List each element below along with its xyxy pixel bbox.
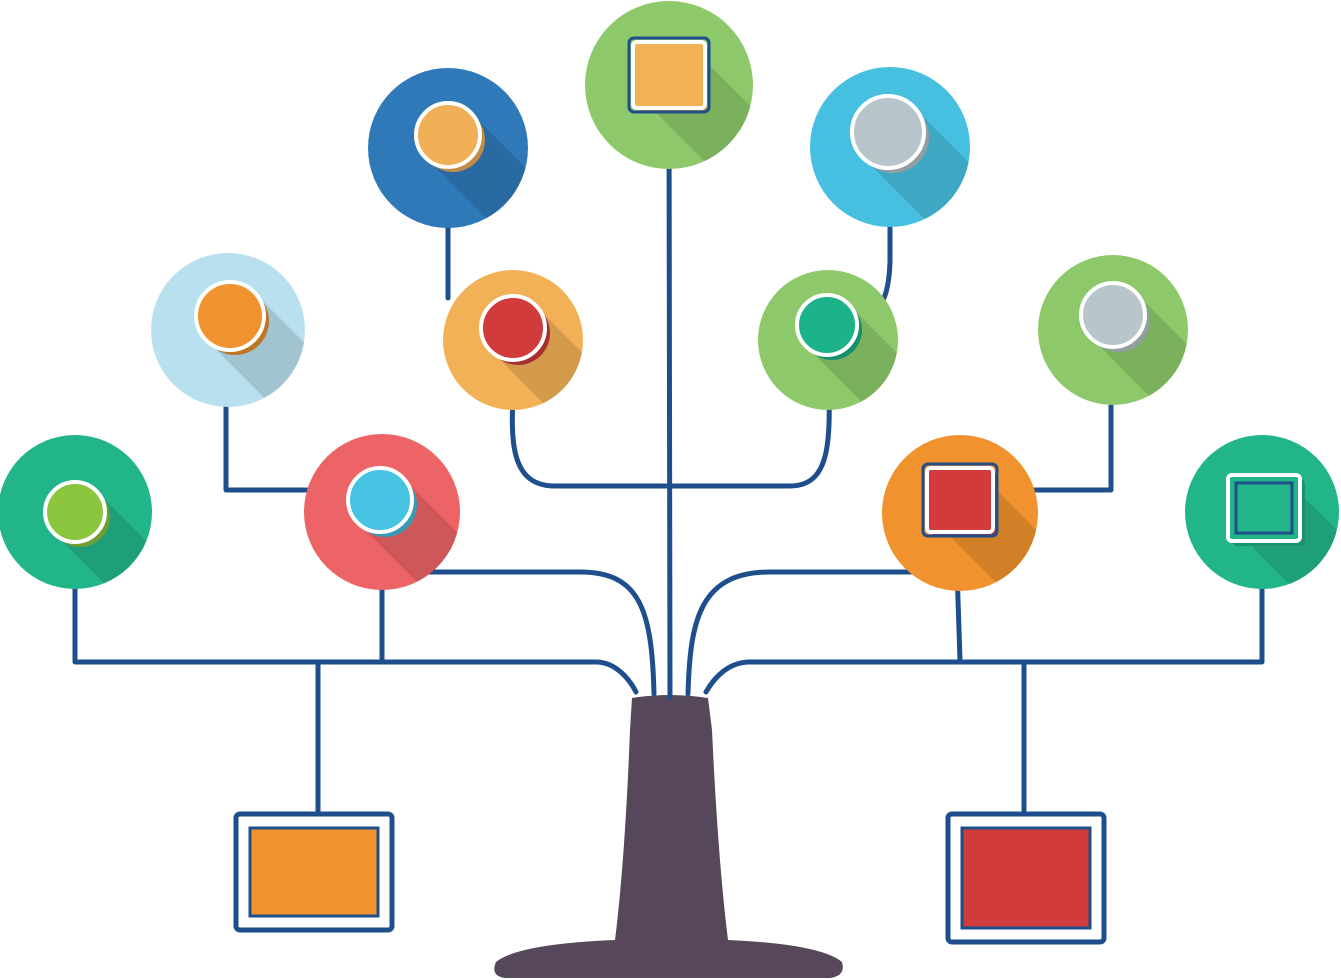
tree-trunk	[494, 695, 843, 978]
leaf-box-left-fill	[248, 826, 380, 918]
nodes-layer	[0, 1, 1339, 945]
node-left-mid	[304, 434, 460, 590]
node-left-far-shadow	[54, 491, 152, 589]
node-center-right-inner-circle	[795, 293, 859, 357]
connector-right-outer	[703, 509, 1265, 695]
node-left-upper-inner-circle	[194, 280, 266, 352]
node-left-mid-shadow	[357, 477, 460, 590]
node-right-far	[1185, 435, 1339, 589]
node-left-upper	[151, 253, 305, 407]
node-top-left	[368, 68, 528, 228]
node-center-right	[758, 270, 898, 410]
node-top-center-inner-square	[631, 40, 707, 110]
node-top-left-shadow	[425, 112, 528, 228]
node-right-mid-inner-square	[925, 466, 995, 534]
node-center-left	[443, 270, 583, 410]
leaf-box-right-fill	[960, 826, 1092, 930]
connector-left-inner	[415, 569, 657, 697]
node-right-upper	[1038, 255, 1188, 405]
node-center-left-shadow	[490, 305, 583, 410]
connector-trunk-top-center	[666, 107, 673, 701]
node-left-far	[0, 435, 152, 589]
connector-center-branch	[509, 355, 832, 489]
node-right-mid-inner-frame	[921, 462, 999, 538]
node-top-center-inner-frame	[627, 36, 711, 114]
node-top-right-inner-circle	[850, 94, 926, 170]
node-left-far-inner-circle	[43, 480, 107, 544]
connector-left-outer	[72, 509, 639, 695]
leaf-box-right	[945, 811, 1107, 945]
leaf-box-left	[233, 811, 395, 933]
connector-right-inner	[685, 569, 931, 697]
node-top-left-inner-circle	[414, 101, 482, 169]
node-right-mid	[882, 435, 1038, 591]
node-right-upper-shadow	[1090, 292, 1188, 405]
node-left-mid-inner-circle	[346, 466, 414, 534]
node-center-right-shadow	[806, 304, 898, 410]
node-center-left-inner-circle	[479, 294, 547, 362]
node-right-far-inner-frame	[1234, 481, 1294, 535]
node-right-far-inner-square	[1226, 473, 1302, 543]
node-right-upper-inner-circle	[1079, 281, 1147, 349]
